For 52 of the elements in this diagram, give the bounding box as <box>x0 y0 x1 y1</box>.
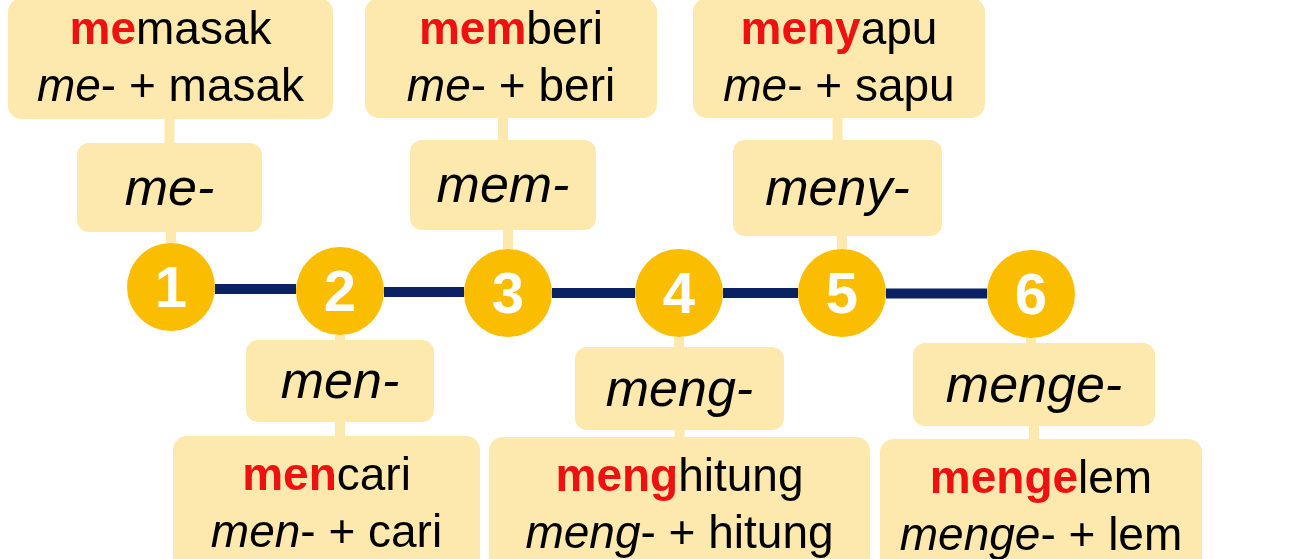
prefix-label: mem- <box>436 155 570 215</box>
timeline-line <box>886 288 987 299</box>
example-word: menghitung <box>555 448 804 503</box>
connector-stem <box>164 119 175 143</box>
word-formula: me- + sapu <box>723 58 955 113</box>
connector-stem <box>674 430 685 437</box>
timeline-line <box>552 288 635 298</box>
example-word: mencari <box>242 447 411 502</box>
prefix-box <box>913 343 1155 426</box>
prefix-label: menge- <box>945 354 1123 415</box>
word-formula: me- + masak <box>36 58 305 113</box>
example-box <box>489 437 870 559</box>
example-word: menyapu <box>740 1 938 56</box>
prefix-label: meny- <box>765 158 910 218</box>
connector-stem <box>832 118 843 140</box>
connector-stem <box>674 337 684 347</box>
connector-stem <box>498 118 508 140</box>
word-formula: meng- + hitung <box>525 505 834 559</box>
word-formula: men- + cari <box>210 504 443 559</box>
example-box <box>880 439 1202 559</box>
connector-stem <box>166 232 176 243</box>
prefix-box <box>77 143 262 232</box>
example-word: memberi <box>418 1 604 56</box>
word-formula: me- + beri <box>406 58 616 113</box>
prefix-box <box>410 140 596 230</box>
timeline-line <box>384 287 464 297</box>
example-box <box>8 0 333 119</box>
step-number: 4 <box>662 264 696 322</box>
example-word: mengelem <box>929 450 1153 505</box>
example-word: memasak <box>69 1 272 56</box>
connector-stem <box>335 335 345 340</box>
step-number: 2 <box>323 262 357 320</box>
step-number: 3 <box>491 264 525 322</box>
example-box <box>693 0 985 118</box>
connector-stem <box>1026 338 1036 343</box>
connector-stem <box>1029 426 1039 439</box>
connector-stem <box>335 422 345 436</box>
prefix-box <box>575 347 784 430</box>
connector-stem <box>503 230 513 249</box>
prefix-label: meng- <box>605 358 754 419</box>
prefix-label: men- <box>280 351 400 411</box>
prefix-box <box>246 340 434 422</box>
timeline-line <box>214 284 297 294</box>
step-number: 5 <box>825 264 859 322</box>
prefix-box <box>733 140 942 236</box>
connector-stem <box>837 236 847 249</box>
example-box <box>365 0 657 118</box>
timeline-line <box>723 288 798 298</box>
example-box <box>173 436 480 559</box>
step-number: 6 <box>1014 265 1048 323</box>
prefix-label: me- <box>124 157 215 218</box>
step-number: 1 <box>154 258 188 316</box>
